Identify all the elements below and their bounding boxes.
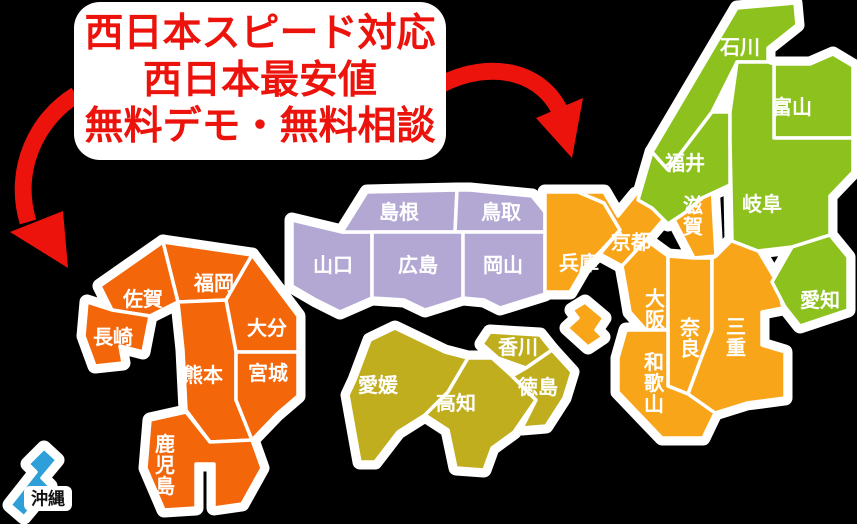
prefecture-label-hyogo: 兵庫 bbox=[559, 251, 599, 275]
prefecture-shape-saga bbox=[98, 240, 180, 318]
prefecture-shape-gifu bbox=[728, 60, 855, 253]
prefecture-label-wakayama: 和歌山 bbox=[644, 351, 665, 416]
prefecture-label-ehime: 愛媛 bbox=[358, 373, 399, 397]
prefecture-label-kumamoto: 熊本 bbox=[183, 363, 223, 387]
prefecture-label-aichi: 愛知 bbox=[800, 288, 840, 312]
prefecture-shape-toyama bbox=[772, 52, 855, 140]
curved-arrow-right-icon bbox=[436, 62, 583, 158]
prefecture-label-nagasaki: 長崎 bbox=[93, 325, 133, 349]
prefecture-label-kagoshima: 鹿児島 bbox=[154, 432, 175, 498]
prefecture-shape-miyagi bbox=[234, 350, 300, 442]
okinawa-label-chip bbox=[24, 486, 72, 511]
prefecture-label-ishikawa: 石川 bbox=[719, 37, 760, 59]
prefecture-label-saga: 佐賀 bbox=[122, 287, 163, 311]
curved-arrow-down-left-icon bbox=[10, 87, 81, 268]
prefecture-label-fukuoka: 福岡 bbox=[193, 272, 234, 295]
prefecture-label-fukui: 福井 bbox=[664, 152, 705, 175]
prefecture-label-yamaguchi: 山口 bbox=[313, 254, 353, 277]
prefecture-shape-kagoshima bbox=[144, 410, 264, 512]
prefecture-shape-wakayama bbox=[616, 328, 717, 440]
prefecture-label-hiroshima: 広島 bbox=[398, 253, 438, 277]
prefecture-label-kochi: 高知 bbox=[436, 391, 476, 415]
prefecture-label-oita: 大分 bbox=[247, 317, 287, 340]
prefecture-label-okayama: 岡山 bbox=[483, 254, 523, 277]
prefecture-shape-nagasaki bbox=[82, 300, 152, 368]
headline-line-1: 西日本スピード対応 bbox=[84, 11, 436, 55]
prefecture-label-shimane: 島根 bbox=[379, 200, 419, 224]
headline-banner: 西日本スピード対応 西日本最安値 無料デモ・無料相談 bbox=[74, 2, 446, 160]
prefecture-label-toyama: 富山 bbox=[772, 95, 812, 119]
map-region-layer bbox=[8, 1, 855, 519]
prefecture-shape-tokushima bbox=[510, 348, 574, 430]
prefecture-label-gifu: 岐阜 bbox=[742, 192, 782, 216]
prefecture-shape-aichi bbox=[770, 233, 850, 328]
headline-line-2: 西日本最安値 bbox=[142, 58, 377, 102]
prefecture-label-miyagi: 宮城 bbox=[248, 361, 288, 385]
prefecture-shape-awaji bbox=[565, 300, 606, 349]
prefecture-label-kyoto: 京都 bbox=[611, 230, 651, 254]
prefecture-label-tottori: 鳥取 bbox=[481, 200, 521, 224]
prefecture-shape-kochi bbox=[423, 356, 538, 472]
okinawa-label: 沖縄 bbox=[31, 489, 65, 509]
prefecture-label-tokushima: 徳島 bbox=[517, 375, 558, 399]
headline-line-3: 無料デモ・無料相談 bbox=[84, 105, 436, 149]
prefecture-label-mie: 三重 bbox=[726, 317, 746, 360]
prefecture-label-osaka: 大阪 bbox=[645, 288, 666, 332]
prefecture-label-nara: 奈良 bbox=[679, 316, 701, 361]
prefecture-label-shiga: 滋賀 bbox=[682, 194, 703, 239]
prefecture-label-kagawa: 香川 bbox=[498, 336, 538, 359]
